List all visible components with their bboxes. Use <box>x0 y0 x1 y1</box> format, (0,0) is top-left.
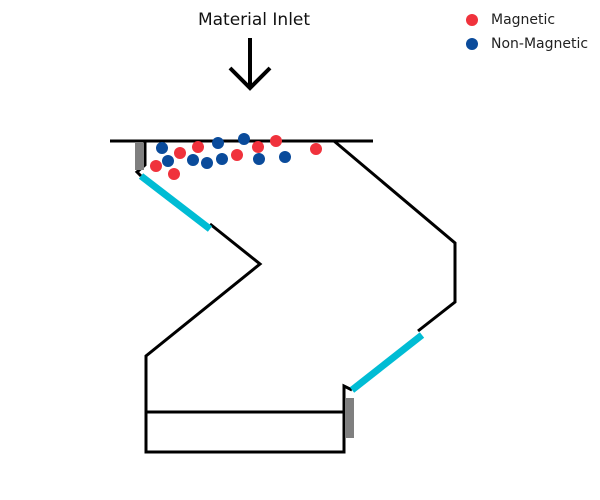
legend-label-non-magnetic: Non-Magnetic <box>491 36 589 52</box>
material-inlet-label: Material Inlet <box>197 10 311 30</box>
down-arrow-icon <box>228 38 272 91</box>
magnetic-particle <box>174 147 186 159</box>
right-lower-wall <box>342 383 353 412</box>
magnetic-particle <box>231 149 243 161</box>
right-wall <box>333 139 457 333</box>
non-magnetic-particle <box>212 137 224 149</box>
magnetic-particle <box>192 141 204 153</box>
particles <box>150 133 322 180</box>
left-magnet-block <box>135 143 144 170</box>
magnetic-particle <box>150 160 162 172</box>
non-magnetic-particle <box>187 154 199 166</box>
non-magnetic-particle <box>216 153 228 165</box>
non-magnetic-particle <box>238 133 250 145</box>
non-magnetic-particle <box>253 153 265 165</box>
magnetic-particle <box>270 135 282 147</box>
magnetic-particle <box>310 143 322 155</box>
non-magnetic-particle <box>201 157 213 169</box>
non-magnetic-legend-dot <box>466 38 478 50</box>
legend-label-magnetic: Magnetic <box>491 12 556 28</box>
magnetic-particle <box>168 168 180 180</box>
magnetic-legend-dot <box>466 14 478 26</box>
non-magnetic-particle <box>156 142 168 154</box>
legend-item-magnetic: Magnetic <box>466 8 588 32</box>
legend: Magnetic Non-Magnetic <box>466 8 588 56</box>
right-magnet-block <box>346 398 354 438</box>
legend-item-non-magnetic: Non-Magnetic <box>466 32 588 56</box>
right-belt <box>349 332 425 393</box>
left-belt <box>138 173 213 232</box>
magnetic-particle <box>252 141 264 153</box>
non-magnetic-particle <box>279 151 291 163</box>
left-zigzag-wall <box>144 222 346 454</box>
non-magnetic-particle <box>162 155 174 167</box>
